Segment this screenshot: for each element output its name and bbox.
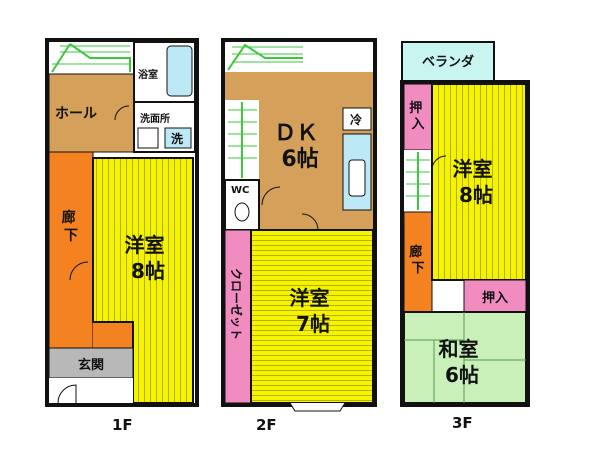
corridor-1f-l1: 廊 [62,209,76,226]
western-1f-l2: 8帖 [131,259,165,283]
corridor-3f-l1: 廊 [409,244,422,260]
label-oshiire-mid: 押入 [482,290,508,306]
label-japanese: 和室 6帖 [439,337,486,387]
dk-l1: ＤＫ [274,121,318,146]
floor-label-2f: 2F [256,416,277,434]
oshiire-top-l2: 入 [411,117,424,132]
toilet [234,202,250,222]
label-western-1f: 洋室 8帖 [125,233,172,283]
stairs-2f-top [225,42,305,72]
label-dk: ＤＫ 6帖 [274,121,326,172]
label-fridge: 冷 [350,112,362,127]
western-1f-l1: 洋室 [125,233,165,257]
japanese-l1: 和室 [439,337,479,361]
floor-3: ベランダ 押 入 洋室 8帖 廊 下 押入 和室 6帖 [400,41,530,407]
entrance-door [57,384,77,404]
floor-label-3f: 3F [452,414,473,432]
label-western-3f: 洋室 8帖 [453,157,500,207]
window-bay-2f [289,402,346,412]
stairs-2f-left [225,100,259,180]
floor-2: ＤＫ 6帖 冷 WC クローゼット 洋室 7帖 [221,38,377,412]
closet [224,229,252,404]
fridge-box [342,107,372,131]
label-corridor-1f: 廊 下 [62,209,81,244]
label-hall: ホール [55,106,97,122]
label-western-2f: 洋室 7帖 [290,286,337,336]
veranda [401,41,495,83]
floor-label-1f: 1F [112,416,133,434]
label-corridor-3f: 廊 下 [409,244,427,276]
western-2f-l2: 7帖 [296,312,330,336]
western-room-2f [250,229,374,404]
japanese-l2: 6帖 [445,363,479,387]
washbasin [137,127,159,149]
corridor-3f-l2: 下 [411,261,424,276]
entrance [48,347,134,379]
corridor-1f [48,151,94,349]
stairs-1f [49,42,134,74]
japanese-room [403,311,527,404]
western-2f-l1: 洋室 [290,286,330,310]
floor-1: 浴室 ホール 洗面所 洗 廊 下 洋室 8帖 玄関 [45,38,199,407]
western-3f-l2: 8帖 [459,183,493,207]
oshiire-top-l1: 押 [409,100,422,116]
stairs-3f [404,150,432,212]
label-closet: クローゼット [229,268,244,340]
label-wc: WC [231,185,249,196]
dk-l2: 6帖 [281,147,318,172]
label-entrance: 玄関 [78,357,104,373]
label-washroom: 洗面所 [140,112,170,125]
label-bath: 浴室 [138,68,158,81]
bathtub [166,45,193,97]
western-3f-l1: 洋室 [453,157,493,181]
label-oshiire-top: 押 入 [409,100,427,132]
washer-box [164,127,192,149]
label-veranda: ベランダ [422,54,474,70]
label-washer: 洗 [171,131,183,146]
corridor-1f-l2: 下 [64,228,78,244]
western-room-3f [431,83,527,281]
